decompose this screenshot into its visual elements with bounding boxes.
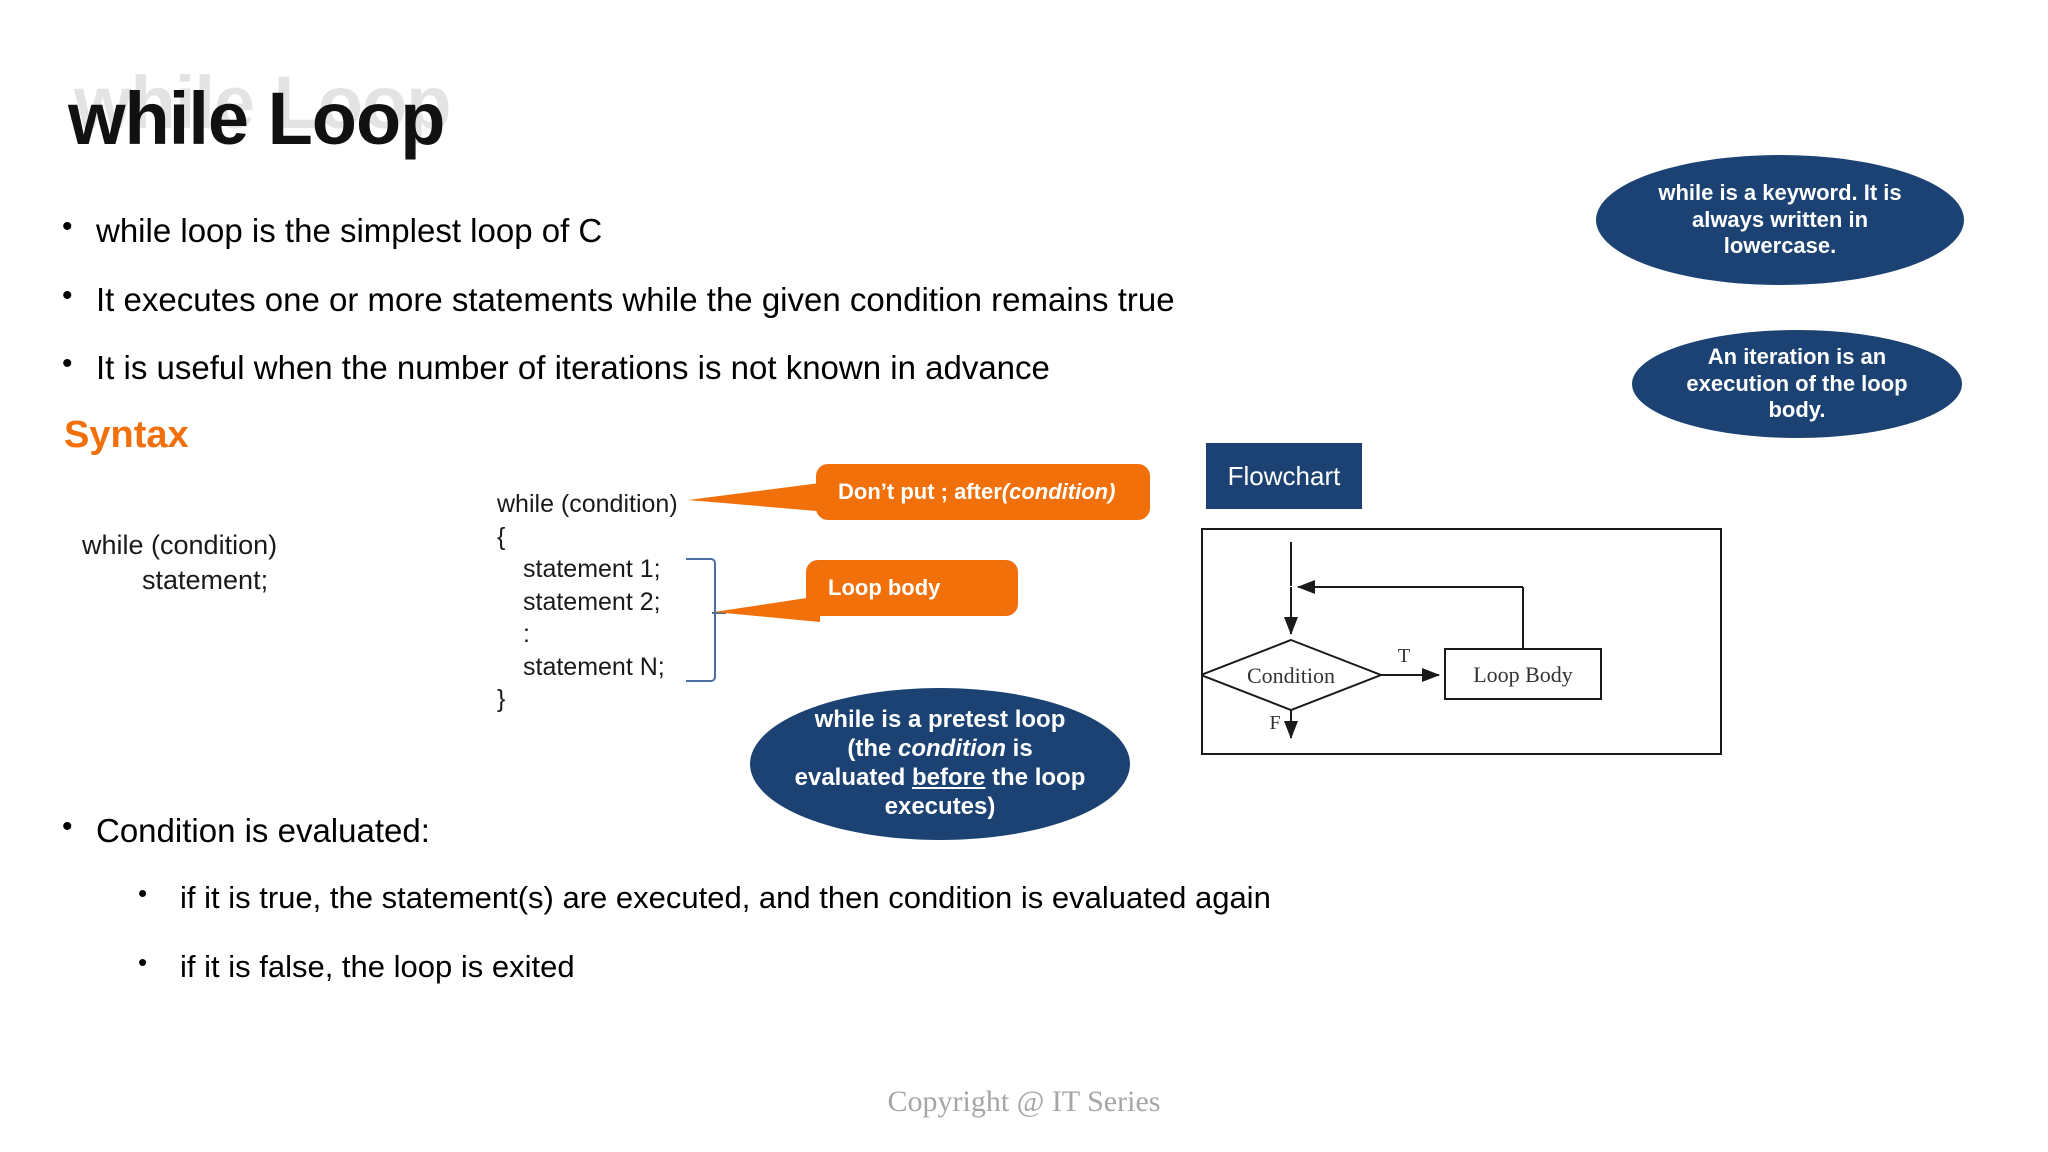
flowchart-decision-label: Condition <box>1247 663 1335 688</box>
bullet-item-2: • It executes one or more statements whi… <box>62 281 1175 319</box>
footer-copyright: Copyright @ IT Series <box>887 1085 1161 1118</box>
left-syntax-line-1: while (condition) <box>82 530 278 560</box>
flowchart-process-label: Loop Body <box>1473 662 1573 687</box>
note-oval-pretest-label: while is a pretest loop (the condition i… <box>792 706 1088 821</box>
code-block: while (condition) { statement 1; statemen… <box>497 488 678 716</box>
flowchart-false-label: F <box>1269 712 1280 734</box>
code-line-1: while (condition) <box>497 490 678 518</box>
left-syntax-snippet: while (condition) statement; <box>82 528 277 597</box>
pretest-part-5: the loop executes) <box>884 764 1086 820</box>
pretest-part-3: is evaluated <box>794 735 1033 791</box>
pretest-part-4-underline: before <box>912 764 986 791</box>
bullet-label: It executes one or more statements while… <box>96 281 1175 318</box>
bullet-marker-icon: • <box>62 347 73 380</box>
page-title-shadow: while Loop <box>74 61 451 144</box>
bullet-label: Condition is evaluated: <box>96 812 430 849</box>
code-line-3: statement 1; <box>523 555 661 583</box>
code-line-7: } <box>497 685 506 713</box>
bullet-item-4: • Condition is evaluated: <box>62 812 430 850</box>
sub-bullet-item-1: • if it is true, the statement(s) are ex… <box>138 880 1271 916</box>
sub-bullet-label: if it is false, the loop is exited <box>180 949 575 984</box>
flowchart-label-text: Flowchart <box>1227 460 1341 491</box>
note-oval-iteration: An iteration is an execution of the loop… <box>1632 330 1962 438</box>
note-oval-iteration-label: An iteration is an execution of the loop… <box>1686 344 1908 423</box>
callout-pointer-semicolon-icon <box>688 482 828 512</box>
sub-bullet-item-2: • if it is false, the loop is exited <box>138 949 575 985</box>
bullet-label: while loop is the simplest loop of C <box>96 212 603 249</box>
pretest-part-2-italic: condition <box>898 735 1006 763</box>
syntax-heading: Syntax <box>64 414 189 456</box>
page-title-text: while Loop <box>68 77 445 160</box>
callout-pointer-loopbody-icon <box>714 596 820 622</box>
code-line-5: : <box>523 620 530 648</box>
sub-bullet-label: if it is true, the statement(s) are exec… <box>180 880 1271 915</box>
bullet-item-3: • It is useful when the number of iterat… <box>62 349 1050 387</box>
left-syntax-line-2: statement; <box>82 564 269 595</box>
callout-text-plain: Loop body <box>828 575 941 600</box>
bullet-marker-icon: • <box>62 210 73 243</box>
callout-dont-put-semicolon: Don’t put ; after (condition) <box>816 464 1150 520</box>
flowchart-frame: Condition T Loop Body F <box>1201 528 1722 755</box>
callout-text-italic: (condition) <box>1001 479 1116 504</box>
note-oval-pretest: while is a pretest loop (the condition i… <box>750 688 1130 840</box>
page-title: while Loop while Loop <box>68 58 688 168</box>
bullet-marker-icon: • <box>138 947 148 977</box>
bullet-label: It is useful when the number of iteratio… <box>96 349 1050 386</box>
loop-body-brace-icon <box>686 558 716 682</box>
bullet-marker-icon: • <box>62 279 73 312</box>
note-oval-keyword-label: while is a keyword. It is always written… <box>1658 180 1902 259</box>
flowchart-diagram: Condition T Loop Body F <box>1203 542 1602 739</box>
bullet-marker-icon: • <box>62 810 73 843</box>
code-line-2: { <box>497 522 506 551</box>
flowchart-label-box: Flowchart <box>1206 443 1362 509</box>
code-line-4: statement 2; <box>523 587 661 616</box>
pretest-part-1: while is a pretest loop (the <box>814 706 1066 763</box>
flowchart-true-label: T <box>1398 645 1410 667</box>
bullet-item-1: • while loop is the simplest loop of C <box>62 212 602 250</box>
bullet-marker-icon: • <box>138 878 148 908</box>
loop-body-brace-nub-icon <box>712 612 726 614</box>
code-line-6: statement N; <box>523 652 665 681</box>
callout-loop-body: Loop body <box>806 560 1018 616</box>
note-oval-keyword: while is a keyword. It is always written… <box>1596 155 1964 285</box>
callout-text-plain: Don’t put ; after <box>838 479 1002 504</box>
